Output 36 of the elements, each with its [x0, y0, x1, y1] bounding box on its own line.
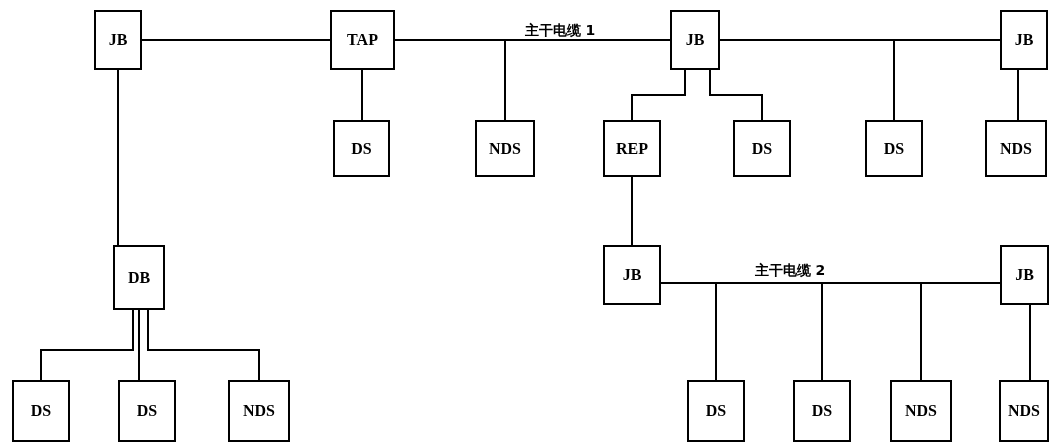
cable-line: [631, 69, 686, 121]
device-box: DB: [113, 245, 165, 310]
cable-line: [40, 309, 134, 381]
cable-line: [141, 39, 331, 41]
cable-line: [660, 282, 922, 381]
edge-label: 主干电缆 2: [752, 262, 828, 278]
cable-line: [1029, 304, 1031, 381]
device-box: NDS: [228, 380, 290, 442]
edge-label: 主干电缆 1: [522, 22, 598, 38]
cable-line: [147, 309, 260, 381]
device-box: JB: [603, 245, 661, 305]
cable-line: [117, 69, 119, 246]
device-box: NDS: [890, 380, 952, 442]
device-box: DS: [793, 380, 851, 442]
device-box: DS: [12, 380, 70, 442]
device-box: DS: [333, 120, 390, 177]
device-box: REP: [603, 120, 661, 177]
device-box: NDS: [999, 380, 1049, 442]
cable-line: [394, 39, 506, 121]
device-box: JB: [670, 10, 720, 70]
cable-line: [709, 69, 763, 121]
device-box: JB: [1000, 245, 1049, 305]
device-box: DS: [118, 380, 176, 442]
device-box: NDS: [985, 120, 1047, 177]
cable-line: [631, 176, 633, 246]
cable-line: [719, 39, 895, 121]
device-box: DS: [733, 120, 791, 177]
device-box: DS: [865, 120, 923, 177]
device-box: DS: [687, 380, 745, 442]
device-box: TAP: [330, 10, 395, 70]
device-box: JB: [1000, 10, 1048, 70]
cable-line: [138, 309, 140, 381]
device-box: NDS: [475, 120, 535, 177]
cable-line: [1017, 69, 1019, 121]
device-box: JB: [94, 10, 142, 70]
cable-line: [361, 69, 363, 121]
